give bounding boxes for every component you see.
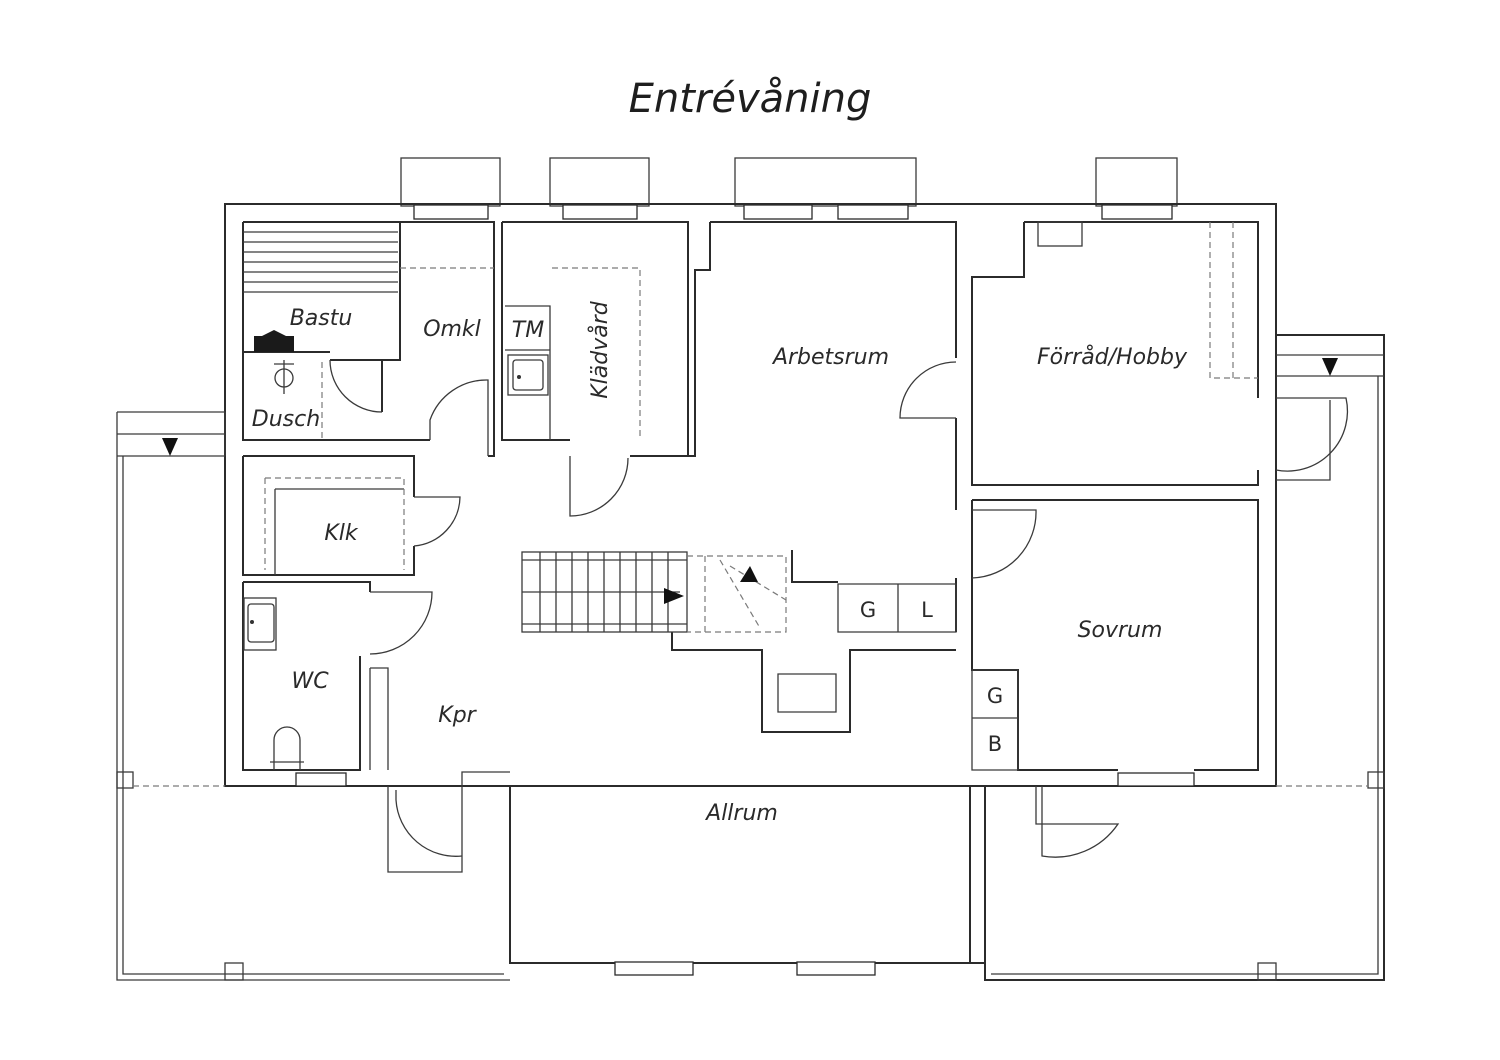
exterior-walls — [224, 203, 1385, 981]
appliance-label-g-hall: G — [860, 598, 876, 622]
toilet-icon — [270, 726, 304, 770]
sauna-bench-icon — [243, 231, 398, 293]
room-label-dusch: Dusch — [252, 407, 320, 432]
room-label-omkl: Omkl — [423, 317, 481, 342]
shower-icon — [274, 360, 294, 394]
entry-arrow-right-icon — [1322, 358, 1338, 376]
washing-machine-icon — [507, 354, 549, 396]
appliance-label-g-sovrum: G — [987, 684, 1003, 708]
doors — [329, 359, 1349, 858]
room-label-kladvard: Klädvård — [587, 300, 613, 399]
floor-title: Entrévåning — [629, 76, 872, 122]
window-bays — [400, 157, 1178, 207]
room-label-sovrum: Sovrum — [1078, 618, 1163, 643]
stair-arrow-up-icon — [740, 566, 758, 582]
room-label-bastu: Bastu — [290, 306, 353, 331]
appliance-label-l-hall: L — [921, 598, 933, 622]
appliance-label-b-sovrum: B — [988, 732, 1002, 756]
entry-arrow-left-icon — [162, 438, 178, 456]
interior-walls — [242, 221, 1259, 873]
room-labels: Bastu Omkl TM Klädvård Arbetsrum Förråd/… — [252, 300, 1188, 826]
room-label-kpr: Kpr — [438, 703, 477, 728]
room-label-arbetsrum: Arbetsrum — [771, 345, 889, 370]
sink-icon — [243, 597, 277, 651]
dashed-outlines — [264, 222, 1258, 570]
room-label-klk: Klk — [324, 521, 359, 546]
windows — [295, 204, 1195, 976]
room-label-allrum: Allrum — [704, 801, 778, 826]
terraces — [116, 354, 1385, 981]
fixtures — [243, 231, 549, 770]
stair-arrow-right-icon — [664, 588, 684, 604]
staircase — [521, 551, 787, 633]
appliance-labels: G L G B — [860, 598, 1003, 756]
room-label-wc: WC — [291, 669, 329, 694]
room-label-forrad-hobby: Förråd/Hobby — [1037, 344, 1188, 370]
room-label-tm: TM — [512, 318, 544, 343]
sauna-heater-icon — [254, 330, 294, 352]
